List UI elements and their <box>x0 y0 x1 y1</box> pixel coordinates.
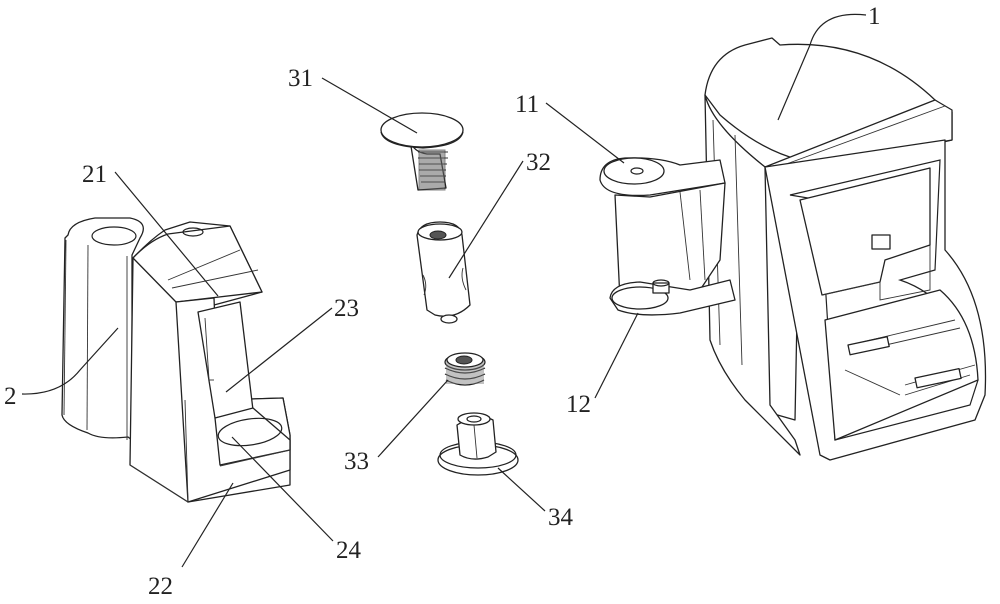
leader-34 <box>497 467 546 512</box>
label-33: 33 <box>344 448 369 475</box>
part-2-hinge-seat <box>61 217 291 503</box>
leader-21 <box>114 171 219 297</box>
screw-head <box>380 112 464 148</box>
label-12: 12 <box>566 391 591 418</box>
label-23: 23 <box>334 295 359 322</box>
part-12-lower-lug <box>609 279 736 316</box>
label-21: 21 <box>82 161 107 188</box>
label-32: 32 <box>526 149 551 176</box>
part-31-screw <box>380 112 464 191</box>
part-32-sleeve <box>416 221 471 324</box>
label-22: 22 <box>148 573 173 600</box>
part-33-spring <box>444 352 486 386</box>
leader-22 <box>181 482 234 568</box>
leader-24 <box>231 436 334 542</box>
label-2: 2 <box>4 383 17 410</box>
label-1: 1 <box>868 3 881 30</box>
leader-33 <box>377 379 449 458</box>
leader-lines <box>21 13 867 568</box>
part-1-housing <box>704 37 987 461</box>
seat-arm-21 <box>132 225 263 303</box>
leader-32 <box>448 160 524 279</box>
label-24: 24 <box>336 537 361 564</box>
leader-1 <box>777 13 867 121</box>
label-11: 11 <box>515 91 540 118</box>
housing-side <box>704 94 801 456</box>
leader-2 <box>21 327 119 395</box>
seat-top-hole <box>91 226 137 246</box>
leader-31 <box>321 77 418 134</box>
leader-23 <box>225 307 333 393</box>
part-34-nut <box>437 412 519 476</box>
leader-12 <box>594 312 639 399</box>
screw-thread <box>418 149 448 191</box>
label-31: 31 <box>288 65 313 92</box>
leader-11 <box>545 102 625 164</box>
part-11-upper-lug <box>599 157 726 301</box>
label-34: 34 <box>548 504 573 531</box>
